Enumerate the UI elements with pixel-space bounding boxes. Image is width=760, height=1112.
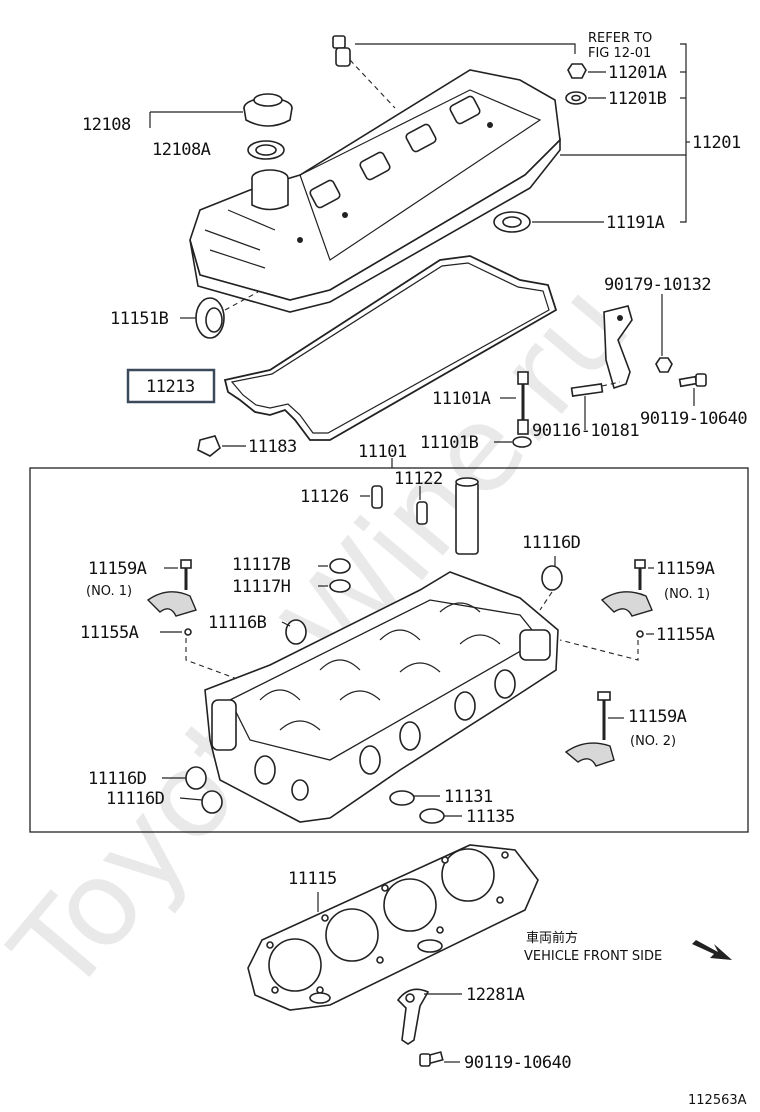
cylinder-head-gasket: [247, 844, 539, 1011]
label-90179-10132: 90179-10132: [604, 275, 711, 295]
half-moon-plug: [197, 435, 221, 457]
cylinder-head-assembly-box: [29, 467, 749, 833]
label-no1-left: (NO. 1): [86, 584, 132, 599]
label-11155A-right: 11155A: [656, 625, 715, 645]
bearing-cap-left: [146, 559, 197, 636]
label-11115: 11115: [288, 869, 337, 889]
direction-label-en: VEHICLE FRONT SIDE: [524, 949, 662, 964]
gasket-11117H: [329, 579, 351, 593]
label-90116-10181: 90116-10181: [532, 421, 639, 441]
label-11201B: 11201B: [608, 89, 667, 109]
label-11101A: 11101A: [432, 389, 491, 409]
label-11122: 11122: [394, 469, 443, 489]
label-11159A-left: 11159A: [88, 559, 147, 579]
head-stud: [517, 371, 529, 435]
front-direction-arrow: [692, 940, 732, 960]
label-11126: 11126: [300, 487, 349, 507]
label-11101B: 11101B: [420, 433, 479, 453]
filler-cap-gasket: [247, 140, 285, 160]
bracket-nut: [655, 357, 673, 373]
cup-plug-top: [541, 565, 563, 591]
label-12281A: 12281A: [466, 985, 525, 1005]
cover-grommet: [565, 91, 587, 105]
label-11201: 11201: [692, 133, 741, 153]
plug-11131: [389, 790, 415, 806]
label-11117H: 11117H: [232, 577, 291, 597]
stud-washer: [512, 436, 532, 448]
label-90119-10640-bottom: 90119-10640: [464, 1053, 571, 1073]
bearing-cap-right: [600, 559, 653, 638]
gasket-11135: [419, 808, 445, 824]
label-11116B: 11116B: [208, 613, 267, 633]
label-11101: 11101: [358, 442, 407, 462]
label-11131: 11131: [444, 787, 493, 807]
engine-hanger: [396, 988, 430, 1045]
cup-plug-lower-b: [201, 790, 223, 814]
label-11135: 11135: [466, 807, 515, 827]
ring-pin: [416, 501, 428, 525]
label-11116D-b: 11116D: [106, 789, 165, 809]
direction-label-jp: 車両前方: [526, 930, 578, 946]
plug-11117B: [329, 558, 351, 574]
label-no1-right: (NO. 1): [664, 587, 710, 602]
bolt-90119: [678, 373, 707, 388]
label-11117B: 11117B: [232, 555, 291, 575]
bearing-cap-no2: [564, 691, 615, 767]
head-cover-gasket: [223, 255, 558, 441]
label-11213: 11213: [146, 377, 195, 397]
hanger-bolt: [419, 1051, 444, 1067]
label-11159A-right: 11159A: [656, 559, 715, 579]
label-11151B: 11151B: [110, 309, 169, 329]
ignition-bracket: [603, 305, 633, 390]
oil-filler-cap: [243, 93, 293, 127]
spark-plug-tube-gasket: [493, 211, 531, 233]
cylinder-head-cover: [189, 69, 561, 313]
highlight-box-11213: [126, 368, 216, 404]
breather-fitting: [332, 35, 396, 109]
label-90119-10640-top: 90119-10640: [640, 409, 747, 429]
label-11183: 11183: [248, 437, 297, 457]
cup-plug-lower-a: [185, 766, 207, 790]
refer-note-line2: FIG 12-01: [588, 46, 651, 61]
refer-note-line1: REFER TO: [588, 31, 652, 46]
straight-pin: [371, 485, 383, 509]
camshaft-seal: [195, 297, 225, 339]
cylinder-head: [204, 571, 559, 823]
label-12108A: 12108A: [152, 140, 211, 160]
label-12108: 12108: [82, 115, 131, 135]
label-11201A: 11201A: [608, 63, 667, 83]
label-11116D-top: 11116D: [522, 533, 581, 553]
cover-nut: [567, 63, 587, 79]
valve-guide-bush: [455, 477, 479, 555]
cup-plug-11116B: [285, 619, 307, 645]
figure-id: 112563A: [688, 1093, 747, 1108]
label-11116D-a: 11116D: [88, 769, 147, 789]
label-no2: (NO. 2): [630, 734, 676, 749]
label-11155A-left: 11155A: [80, 623, 139, 643]
stud-bolt-90116: [570, 381, 621, 397]
label-11191A: 11191A: [606, 213, 665, 233]
label-11159A-no2: 11159A: [628, 707, 687, 727]
